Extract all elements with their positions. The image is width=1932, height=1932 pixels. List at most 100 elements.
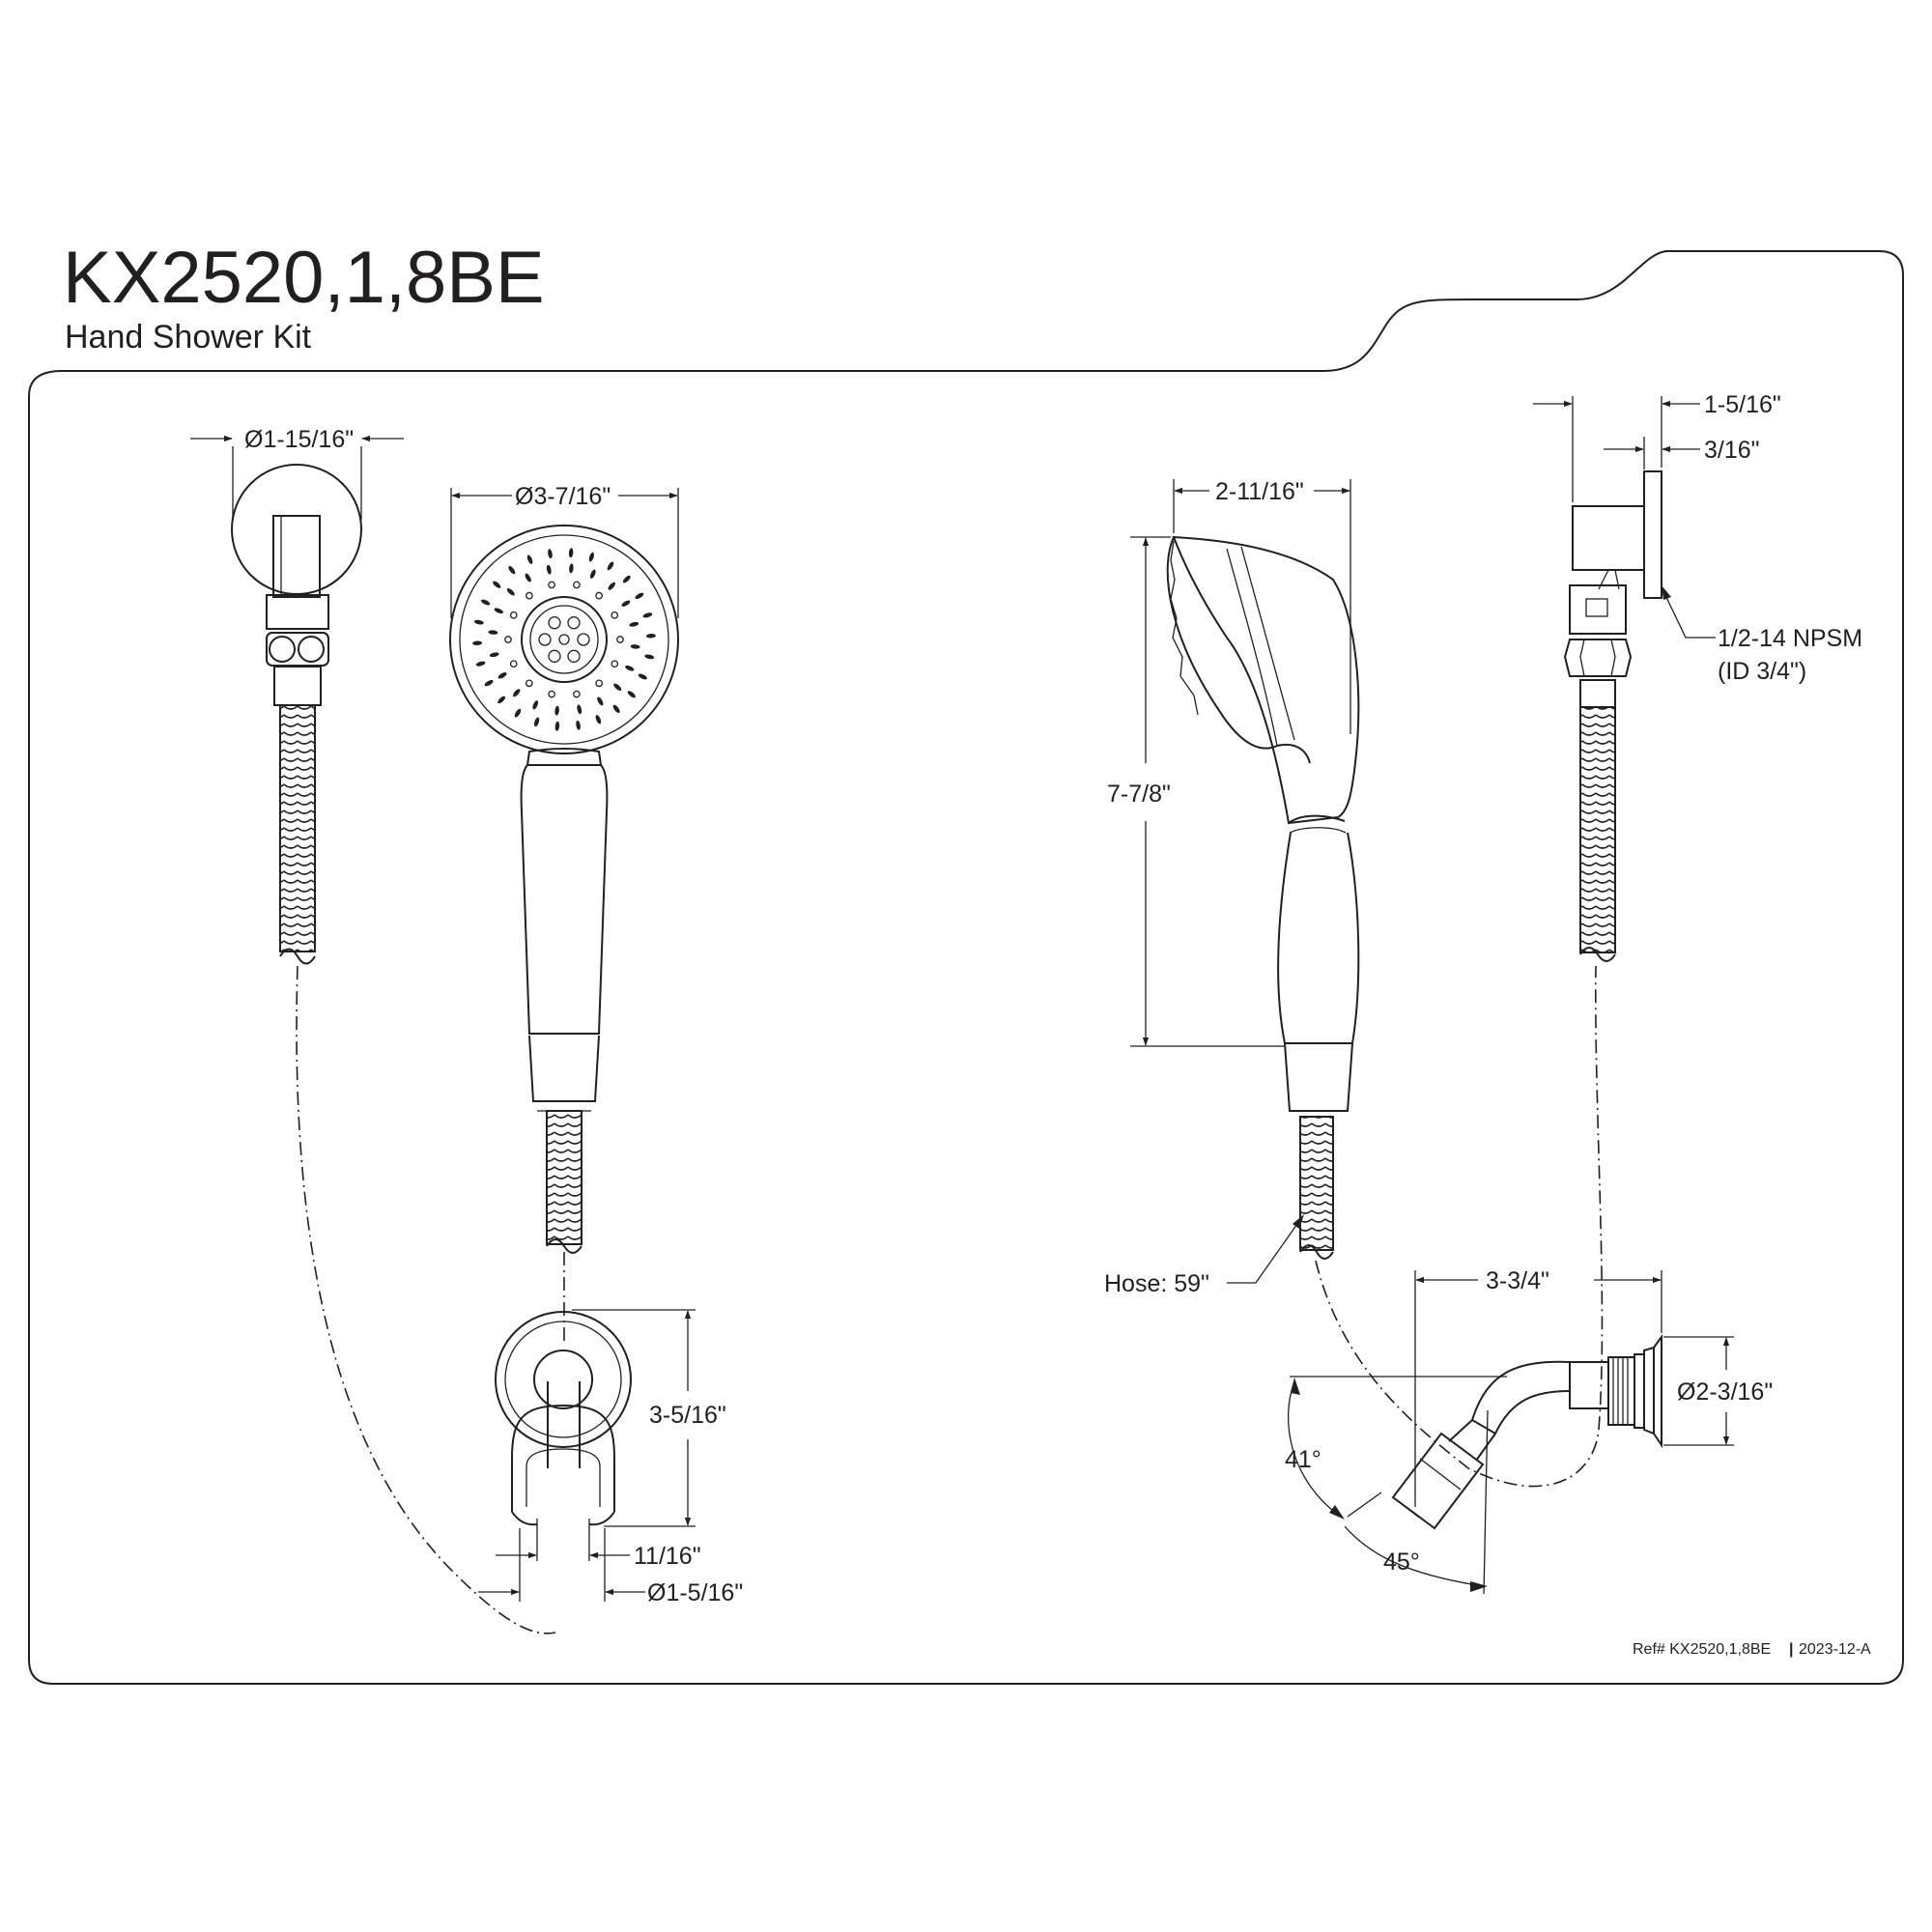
thread-id-label: (ID 3/4") [1718, 658, 1806, 685]
angle-upper-label: 41° [1285, 1446, 1321, 1473]
spray-nozzle [548, 616, 561, 630]
spray-nozzle [513, 689, 521, 697]
spray-nozzle [595, 679, 604, 688]
angle-41-arc [1288, 1380, 1339, 1516]
holder-diameter-label: Ø1-5/16" [647, 1579, 743, 1606]
spray-nozzle [595, 591, 604, 600]
spray-nozzle [509, 611, 518, 619]
spray-nozzle [573, 581, 581, 589]
arm-projection-ext [1414, 1270, 1662, 1507]
spray-nozzle [481, 599, 491, 606]
spray-nozzle [497, 672, 507, 679]
spray-nozzle [526, 554, 533, 564]
spray-nozzle [525, 591, 533, 600]
drawing-frame [28, 250, 1904, 1685]
model-title: KX2520,1,8BE [63, 237, 545, 319]
spray-nozzle [642, 612, 653, 618]
spray-nozzle [608, 582, 615, 590]
spray-nozzle [616, 636, 624, 643]
angle-41-arrowhead-a [1291, 1378, 1300, 1395]
spray-nozzle [629, 621, 639, 627]
spray-nozzle [508, 565, 516, 575]
bracket-depth-ext [1572, 396, 1662, 502]
spray-nozzle [554, 705, 559, 716]
product-subtitle: Hand Shower Kit [65, 319, 312, 355]
holder-slot-label: 11/16" [634, 1543, 701, 1570]
flange-diameter-ext [1663, 1336, 1734, 1446]
spray-nozzle [569, 563, 574, 574]
wall-bracket-side-view [1563, 470, 1662, 962]
wall-bracket-front-view [231, 464, 362, 965]
spray-nozzle [567, 649, 581, 663]
spray-nozzle [472, 640, 483, 645]
angle-45-arc [1344, 1525, 1484, 1587]
bracket-diameter-label: Ø1-15/16" [244, 426, 354, 453]
angle-41-arrowhead-b [1329, 1505, 1345, 1520]
spray-nozzle [514, 708, 522, 718]
spray-nozzle [548, 649, 561, 663]
hose-holder-side-view [1391, 1333, 1662, 1530]
spray-nozzle [621, 600, 631, 607]
spray-nozzle [622, 575, 631, 583]
spray-nozzle [595, 715, 602, 724]
spray-nozzle [558, 634, 570, 645]
hose-loop-left [296, 965, 556, 1634]
spray-nozzle [475, 661, 486, 667]
angle-reference-lines [1290, 1376, 1507, 1595]
spray-nozzle [645, 634, 656, 639]
spray-nozzle [638, 673, 647, 680]
spray-nozzle [525, 573, 531, 582]
spray-nozzle [534, 717, 540, 727]
spray-nozzle [568, 548, 574, 558]
hose-length-label: Hose: 59" [1104, 1270, 1209, 1297]
spray-nozzle [493, 581, 501, 588]
spray-nozzle [589, 569, 596, 579]
thread-leader-arrowhead [1662, 585, 1671, 600]
angle-lower-label: 45° [1383, 1548, 1420, 1576]
spray-nozzle [597, 696, 604, 706]
spray-nozzle [509, 660, 518, 668]
spray-nozzle [548, 549, 553, 559]
hose-leader-arrowhead [1293, 1214, 1304, 1229]
spray-nozzle [611, 660, 619, 668]
revision-code: 2023-12-A [1799, 1641, 1871, 1658]
head-width-label: 2-11/16" [1215, 478, 1304, 505]
flange-diameter-label: Ø2-3/16" [1677, 1378, 1773, 1406]
bracket-depth-label: 1-5/16" [1704, 391, 1781, 418]
spray-nozzle [538, 633, 552, 646]
head-diameter-label: Ø3-7/16" [515, 483, 611, 510]
handle-length-ext [1130, 536, 1285, 1047]
thread-leader [1662, 590, 1716, 639]
spray-nozzle [554, 721, 560, 731]
arm-projection-label: 3-3/4" [1486, 1267, 1549, 1294]
bracket-diameter-line [232, 446, 362, 520]
spray-nozzle [588, 552, 594, 562]
spray-nozzle [613, 683, 622, 691]
holder-slot-ext [536, 1519, 590, 1561]
flange-thickness-label: 3/16" [1704, 437, 1760, 464]
spray-nozzle [548, 581, 555, 589]
head-width-ext [1173, 479, 1351, 734]
holder-diameter-ext [519, 1528, 606, 1602]
reference-separator: | [1789, 1641, 1793, 1658]
spray-nozzle [548, 690, 555, 698]
spray-nozzle [635, 592, 644, 600]
reference-number: Ref# KX2520,1,8BE [1633, 1641, 1771, 1658]
spray-nozzle [576, 720, 581, 730]
spray-nozzle [573, 690, 581, 698]
spray-nozzle [607, 561, 614, 571]
spray-nozzle [567, 616, 581, 630]
handle-length-label: 7-7/8" [1107, 781, 1171, 808]
spray-nozzle [504, 636, 512, 643]
spray-nozzle [630, 644, 640, 649]
spray-nozzle [546, 564, 552, 575]
thread-spec-label: 1/2-14 NPSM [1718, 625, 1862, 652]
hose-loop-right [1315, 965, 1604, 1488]
holder-height-label: 3-5/16" [649, 1402, 726, 1429]
hose-leader [1227, 1220, 1300, 1284]
spray-nozzle [494, 608, 503, 614]
spray-nozzle [473, 619, 484, 625]
spray-nozzle [612, 704, 620, 714]
angle-45-arrowhead [1470, 1581, 1488, 1592]
